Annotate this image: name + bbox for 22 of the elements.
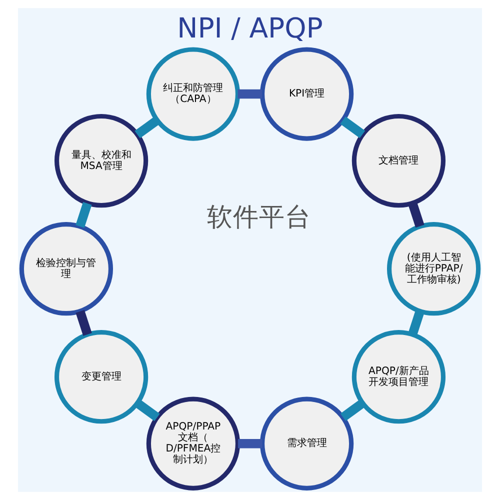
connector — [340, 399, 366, 421]
connector — [340, 116, 366, 138]
connector — [76, 202, 92, 228]
connector — [76, 310, 92, 336]
label: 软件平台 — [207, 202, 312, 233]
node-circle: (使用人工智能进行PPAP/工作物审核) — [386, 222, 481, 316]
node-circle: APQP/PPAP文档（D/PFMEA控制计划） — [146, 396, 240, 490]
node-circle: 纠正和防管理（CAPA） — [146, 47, 240, 141]
node-circle: 量具、校准和MSA管理 — [54, 114, 148, 208]
connector — [134, 116, 160, 138]
node-circle: APQP/新产品开发项目管理 — [352, 330, 446, 424]
node-circle: KPI管理 — [260, 47, 354, 141]
node-circle: 变更管理 — [54, 330, 148, 424]
node-circle: 需求管理 — [260, 396, 354, 490]
connector — [134, 400, 160, 422]
connector — [238, 89, 262, 99]
node-circle: 文档管理 — [352, 114, 446, 208]
connector — [408, 202, 424, 228]
diagram-title: NPI / APQP — [177, 12, 323, 45]
connector — [238, 439, 262, 448]
node-circle: 检验控制与管理 — [19, 222, 114, 316]
connector — [408, 310, 424, 336]
